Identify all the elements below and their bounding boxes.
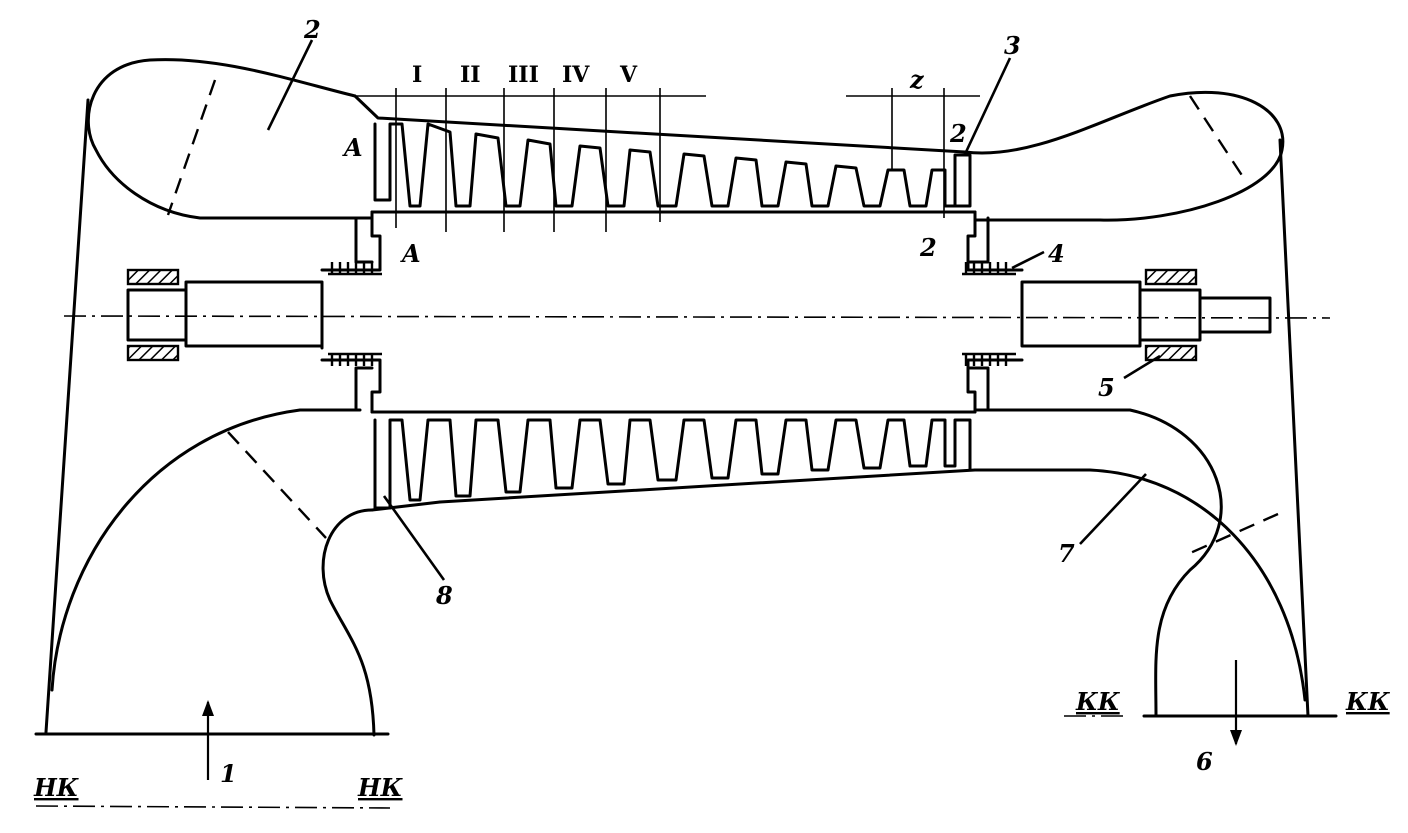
label-inlet-plane-right: НК bbox=[357, 773, 404, 802]
pitch-dimension-line bbox=[846, 88, 980, 218]
leader-3 bbox=[964, 57, 1012, 153]
housing-left-edge bbox=[44, 98, 90, 734]
stage-label-1: I bbox=[412, 62, 422, 88]
labyrinth-seal-left-bottom bbox=[328, 352, 382, 366]
label-guide-vane: 8 bbox=[435, 581, 453, 610]
stage-label-2: II bbox=[460, 62, 481, 88]
lower-taper-line bbox=[438, 468, 977, 504]
stage-label-3: III bbox=[508, 62, 539, 88]
outlet-casing bbox=[973, 468, 1307, 702]
housing-right-edge bbox=[1278, 138, 1310, 718]
label-outlet-plane-left: КК bbox=[1075, 687, 1121, 716]
label-bearing: 5 bbox=[1098, 373, 1115, 402]
label-thrust-seal: 4 bbox=[1048, 239, 1065, 268]
stage-label-4: IV bbox=[562, 62, 590, 88]
label-outlet-plane-right: КК bbox=[1345, 687, 1391, 716]
inlet-casing bbox=[50, 408, 362, 692]
label-section-a-top: A bbox=[342, 133, 363, 162]
lower-right-dash bbox=[1187, 512, 1279, 556]
upper-left-casing bbox=[86, 58, 372, 220]
stage-label-5: V bbox=[619, 62, 638, 88]
lower-blade-row bbox=[373, 418, 972, 510]
seal-right-top bbox=[968, 216, 990, 264]
labyrinth-seal-left-top bbox=[328, 262, 382, 276]
labyrinth-seal-right-bottom bbox=[962, 352, 1016, 366]
labyrinth-seal-right-top bbox=[962, 262, 1016, 276]
outlet-inner-wall bbox=[973, 408, 1223, 718]
label-outlet-volute: 7 bbox=[1058, 539, 1075, 568]
bearing-right-bottom bbox=[1144, 344, 1198, 362]
rotor-drum-left bbox=[320, 210, 382, 414]
label-seal-right: 2 bbox=[919, 233, 937, 262]
shaft-left-step bbox=[126, 280, 324, 350]
label-outlet-flow: 6 bbox=[1196, 747, 1213, 776]
stage-boundaries bbox=[395, 88, 661, 232]
label-section-a-bottom: A bbox=[400, 239, 421, 268]
outlet-arrow-icon bbox=[1230, 660, 1242, 746]
bearing-right-top bbox=[1144, 268, 1198, 286]
label-rotor-disk: 3 bbox=[1004, 31, 1021, 60]
shaft-centerline bbox=[63, 315, 1331, 319]
shaft-right-step bbox=[1020, 280, 1272, 348]
rotor-drum-right bbox=[966, 210, 1024, 414]
inlet-inner-wall bbox=[321, 508, 376, 737]
upper-left-dash bbox=[166, 79, 217, 216]
inlet-axis-line bbox=[35, 805, 391, 809]
leader-8 bbox=[382, 495, 446, 581]
inlet-arrow-icon bbox=[202, 700, 214, 780]
seal-left-bottom bbox=[354, 366, 374, 410]
label-casing-top: 2 bbox=[303, 15, 321, 44]
seal-left-top bbox=[354, 216, 374, 264]
upper-right-dash bbox=[1188, 95, 1247, 181]
lower-left-dash bbox=[227, 431, 327, 539]
leader-7 bbox=[1079, 473, 1147, 545]
leader-5 bbox=[1123, 354, 1161, 380]
bearing-left-top bbox=[126, 268, 180, 286]
seal-right-bottom bbox=[968, 366, 990, 410]
label-inlet-flow: 1 bbox=[220, 759, 237, 788]
leader-4 bbox=[1011, 250, 1045, 270]
top-shroud-line bbox=[353, 94, 967, 154]
upper-right-casing bbox=[963, 90, 1285, 222]
label-seal-left-top: 2 bbox=[949, 119, 967, 148]
label-stage-pitch: z bbox=[909, 65, 925, 94]
inlet-throat bbox=[370, 500, 442, 512]
label-inlet-plane-left: НК bbox=[33, 773, 80, 802]
upper-blade-row bbox=[373, 122, 972, 208]
bearing-left-bottom bbox=[126, 344, 180, 362]
leader-2-top bbox=[266, 39, 314, 131]
